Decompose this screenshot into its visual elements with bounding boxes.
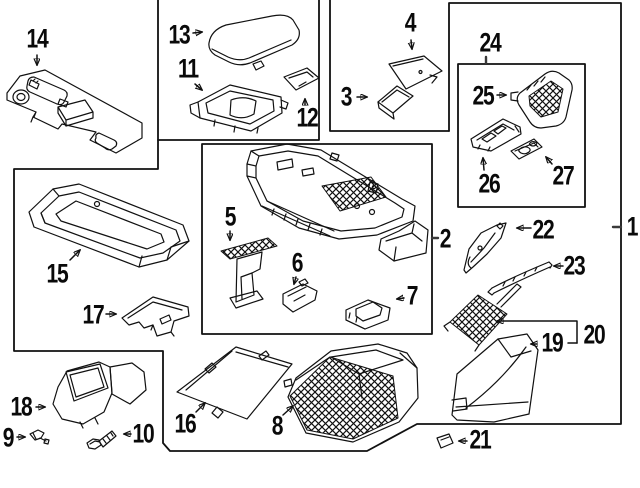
callout-5: 5 [224,201,237,232]
callout-4: 4 [404,7,417,38]
callout-1: 1 [626,211,639,242]
part-14-shifter-plate [6,69,143,154]
part-27-switch [510,138,543,160]
callout-18: 18 [10,391,32,422]
arrow-13 [192,32,202,33]
arrow-16 [195,403,205,413]
part-7-tray [345,299,391,330]
callout-3: 3 [340,81,353,112]
callout-23: 23 [563,250,585,281]
group-boxes [13,0,623,452]
arrow-11 [194,83,202,90]
arrow-7 [397,298,405,299]
callout-21: 21 [469,424,491,455]
box-left-chain [13,0,622,452]
callout-24: 24 [479,27,501,58]
part-10-bolt [86,430,117,450]
part-2-console-body [246,143,429,262]
callout-6: 6 [291,247,304,278]
box-24 [457,63,586,208]
part-21-clip [436,433,454,449]
part-11-console-tray [189,84,289,134]
part-5-duct [220,237,278,309]
part-4-panel [388,55,443,90]
callout-20: 20 [583,319,605,350]
callout-22: 22 [532,214,554,245]
part-19-boot [451,333,539,423]
part-20-grille [443,283,522,352]
part-17-bracket-plate [121,296,190,337]
callout-10: 10 [132,418,154,449]
callout-11: 11 [178,53,199,84]
callout-2: 2 [439,223,452,254]
callout-arrows [16,32,578,441]
callout-19: 19 [541,327,563,358]
part-9-push-pin [29,429,50,445]
box-13-11-12 [157,0,320,141]
part-16-floor-mat [176,346,293,420]
arrow-6 [294,276,296,284]
arrow-4 [411,39,412,49]
part-25-finish-bezel [510,70,573,129]
callout-9: 9 [2,422,15,453]
part-6-bracket [282,278,318,313]
arrow-15 [69,250,80,261]
callout-12: 12 [296,102,318,133]
part-15-console-frame [28,183,190,268]
arrow-8 [282,406,293,416]
arrow-26 [483,158,484,171]
callout-13: 13 [168,19,190,50]
part-8-storage-bin [287,343,419,443]
part-13-armrest-lid [208,14,300,71]
part-26-switch-panel [470,118,522,152]
box-2-center [201,143,433,335]
part-23-trim-strip [487,261,553,296]
callout-14: 14 [26,23,48,54]
callout-7: 7 [406,280,419,311]
arrow-20 [497,321,578,344]
callout-25: 25 [472,80,494,111]
callout-26: 26 [478,168,500,199]
part-18-rear-trim [52,361,147,429]
arrow-27 [546,157,552,165]
callout-17: 17 [82,299,104,330]
part-22-bracket [463,222,507,274]
box-3-4 [329,0,450,132]
callout-16: 16 [174,408,196,439]
callout-8: 8 [271,410,284,441]
part-3-panel [377,85,414,120]
callout-15: 15 [46,258,68,289]
part-12-mat [283,67,320,91]
callout-27: 27 [552,160,574,191]
